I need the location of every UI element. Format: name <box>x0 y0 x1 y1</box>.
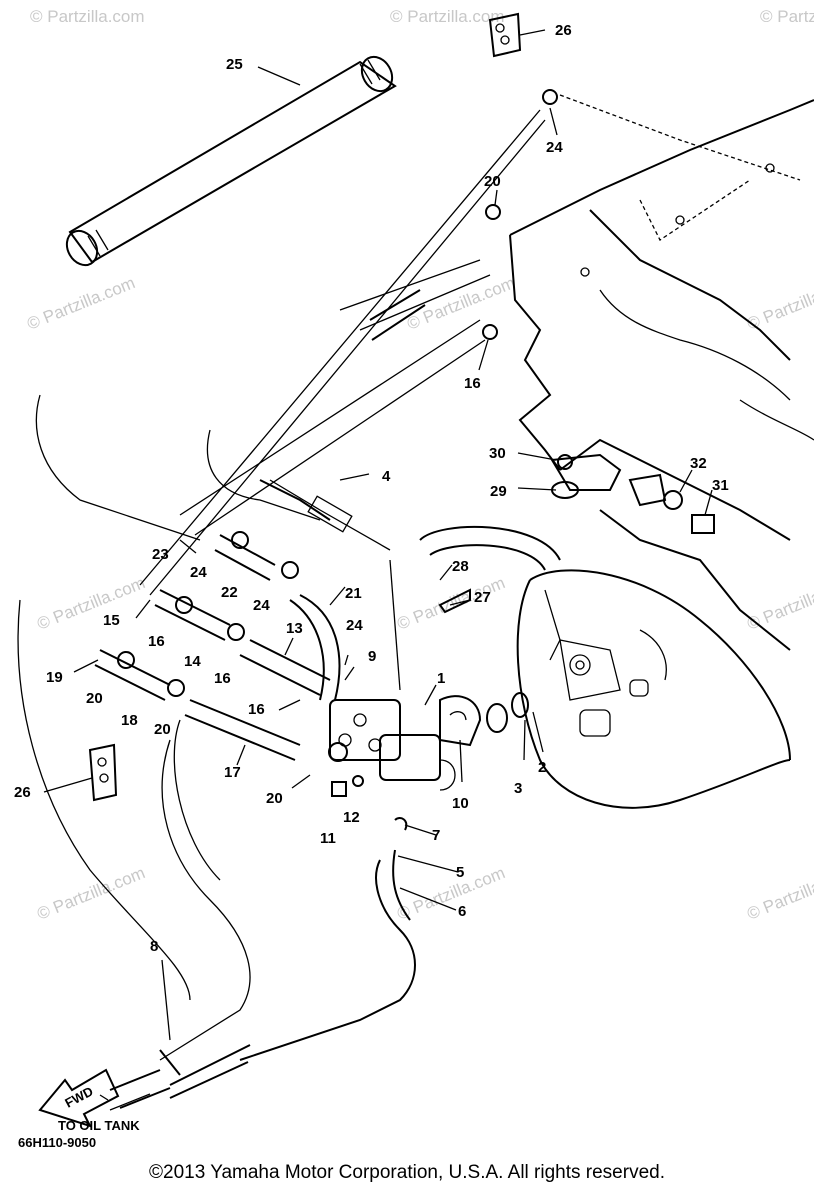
callout-16: 16 <box>464 375 481 392</box>
callout-25: 25 <box>226 56 243 73</box>
callout-9: 9 <box>368 648 376 665</box>
callout-24: 24 <box>190 564 207 581</box>
watermark: © Partzilla.com <box>390 7 505 26</box>
callout-21: 21 <box>345 585 362 602</box>
callout-20: 20 <box>154 721 171 738</box>
callout-24: 24 <box>546 139 563 156</box>
callout-29: 29 <box>490 483 507 500</box>
callout-2: 2 <box>538 759 546 776</box>
callout-16: 16 <box>248 701 265 718</box>
callout-14: 14 <box>184 653 201 670</box>
callout-26: 26 <box>14 784 31 801</box>
callout-27: 27 <box>474 589 491 606</box>
callout-23: 23 <box>152 546 169 563</box>
callout-32: 32 <box>690 455 707 472</box>
callout-4: 4 <box>382 468 391 485</box>
watermark: © Partzilla.com <box>34 573 147 634</box>
callout-11: 11 <box>320 830 336 847</box>
leader-lines <box>43 29 713 1041</box>
watermark: © Partzilla.com <box>744 573 814 634</box>
callout-13: 13 <box>286 620 303 637</box>
callout-18: 18 <box>121 712 138 729</box>
fwd-label: FWD <box>62 1084 95 1111</box>
callout-22: 22 <box>221 584 238 601</box>
engine-block <box>509 94 814 809</box>
watermark: © Partzilla.com <box>30 7 145 26</box>
callout-19: 19 <box>46 669 63 686</box>
callout-17: 17 <box>224 764 241 781</box>
callout-16: 16 <box>214 670 231 687</box>
callout-1: 1 <box>437 670 445 687</box>
callout-16: 16 <box>148 633 165 650</box>
callout-15: 15 <box>103 612 120 629</box>
callout-24: 24 <box>346 617 363 634</box>
hoses <box>17 109 561 1111</box>
callout-24: 24 <box>253 597 270 614</box>
callout-8: 8 <box>150 938 158 955</box>
to-oil-tank-label: TO OIL TANK <box>58 1118 140 1133</box>
watermark: © Partzilla.com <box>394 573 507 634</box>
part-code: 66H110-9050 <box>18 1135 96 1150</box>
callout-7: 7 <box>432 827 440 844</box>
watermark: © Partzilla.com <box>744 273 814 334</box>
callout-31: 31 <box>712 477 729 494</box>
part-25-pipe <box>65 55 397 267</box>
callout-10: 10 <box>452 795 469 812</box>
copyright-notice: ©2013 Yamaha Motor Corporation, U.S.A. A… <box>149 1162 665 1183</box>
watermark: © Partzilla.com <box>394 863 507 924</box>
callout-3: 3 <box>514 780 522 797</box>
callout-20: 20 <box>484 173 501 190</box>
callout-12: 12 <box>343 809 360 826</box>
fittings <box>88 12 715 831</box>
callout-numbers: 1 2 3 4 5 6 7 8 9 10 11 12 13 14 15 16 1… <box>14 22 729 955</box>
callout-20: 20 <box>86 690 103 707</box>
callout-28: 28 <box>452 558 469 575</box>
watermark: © Partzilla.com <box>744 863 814 924</box>
callout-6: 6 <box>458 903 466 920</box>
watermark: © Partzilla.com <box>24 273 137 334</box>
callout-20: 20 <box>266 790 283 807</box>
callout-30: 30 <box>489 445 506 462</box>
callout-26: 26 <box>555 22 572 39</box>
part-1-oil-pump <box>329 695 482 791</box>
watermark: © Partzilla.com <box>760 7 814 26</box>
callout-5: 5 <box>456 864 464 881</box>
